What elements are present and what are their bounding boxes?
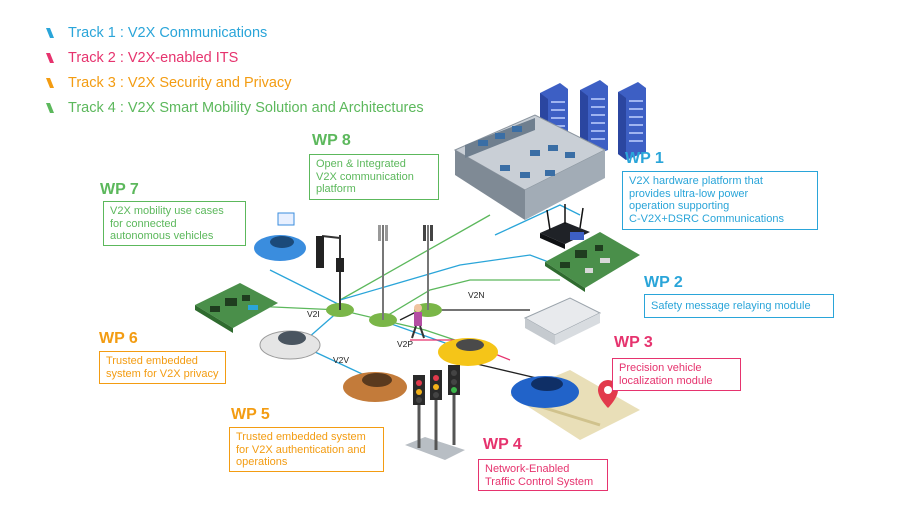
wp7-description: V2X mobility use cases for connected aut… <box>103 201 246 246</box>
wp8-line: V2X communication <box>316 170 414 183</box>
wp8-description: Open & Integrated V2X communication plat… <box>309 154 439 200</box>
wp8-line: platform <box>316 183 356 195</box>
cell-tower-icon <box>316 235 354 317</box>
pedestrian-icon <box>411 304 425 339</box>
legend: Track 1 : V2X Communications Track 2 : V… <box>44 20 424 120</box>
wp8-title: WP 8 <box>312 132 351 149</box>
wp3-line: Precision vehicle <box>619 362 702 374</box>
wp8-line: Open & Integrated <box>316 158 406 170</box>
wp5-title: WP 5 <box>231 406 270 423</box>
wp7-title: WP 7 <box>100 181 139 198</box>
wp1-line: provides ultra-low power <box>629 187 749 200</box>
circuit-board-icon <box>195 283 278 333</box>
legend-item-track1: Track 1 : V2X Communications <box>44 20 424 45</box>
car-icon <box>511 376 579 408</box>
legend-item-track2: Track 2 : V2X-enabled ITS <box>44 45 424 70</box>
track3-marker-icon <box>44 77 56 89</box>
control-center-icon <box>453 114 607 220</box>
wp2-description: Safety message relaying module <box>644 294 834 318</box>
wp7-line: autonomous vehicles <box>110 230 214 242</box>
v2i-label: V2I <box>307 309 320 319</box>
wp7-line: V2X mobility use cases <box>110 205 224 217</box>
localization-module-icon <box>523 297 602 345</box>
v2p-label: V2P <box>397 339 414 349</box>
wp5-line: for V2X authentication and <box>236 443 366 456</box>
cell-tower-icon <box>369 225 397 327</box>
wp2-title: WP 2 <box>644 274 683 291</box>
wp4-description: Network-Enabled Traffic Control System <box>478 459 608 491</box>
legend-item-track4: Track 4 : V2X Smart Mobility Solution an… <box>44 95 424 120</box>
wp4-line: Traffic Control System <box>485 475 594 488</box>
wp2-line: Safety message relaying module <box>651 300 811 312</box>
track2-marker-icon <box>44 52 56 64</box>
wp1-description: V2X hardware platform that provides ultr… <box>622 171 818 230</box>
wp3-line: localization module <box>619 374 713 387</box>
car-icon <box>254 212 306 261</box>
track4-marker-icon <box>44 102 56 114</box>
wp4-line: Network-Enabled <box>485 463 570 475</box>
wp6-description: Trusted embedded system for V2X privacy <box>99 351 226 384</box>
wp5-description: Trusted embedded system for V2X authenti… <box>229 427 384 472</box>
wp5-line: Trusted embedded system <box>236 431 366 443</box>
wp1-line: operation supporting <box>629 200 730 212</box>
wp4-title: WP 4 <box>483 436 522 453</box>
wp3-description: Precision vehicle localization module <box>612 358 741 391</box>
wp5-line: operations <box>236 456 288 468</box>
circuit-board-icon <box>545 232 640 292</box>
car-icon <box>438 338 498 366</box>
traffic-light-icon <box>405 365 465 460</box>
wp7-line: for connected <box>110 217 177 230</box>
v2n-label: V2N <box>468 290 485 300</box>
wp6-line: Trusted embedded <box>106 355 198 367</box>
legend-item-track3: Track 3 : V2X Security and Privacy <box>44 70 424 95</box>
wp3-title: WP 3 <box>614 334 653 351</box>
legend-label-track3: Track 3 : V2X Security and Privacy <box>68 74 292 91</box>
car-icon <box>343 372 407 402</box>
wp6-title: WP 6 <box>99 330 138 347</box>
wp1-line: C-V2X+DSRC Communications <box>629 212 784 225</box>
wp6-line: system for V2X privacy <box>106 367 219 380</box>
router-icon <box>540 204 590 249</box>
legend-label-track1: Track 1 : V2X Communications <box>68 24 268 41</box>
wp1-title: WP 1 <box>625 150 664 167</box>
wp1-line: V2X hardware platform that <box>629 175 763 187</box>
track1-marker-icon <box>44 27 56 39</box>
v2v-label: V2V <box>333 355 350 365</box>
car-icon <box>259 330 321 360</box>
legend-label-track4: Track 4 : V2X Smart Mobility Solution an… <box>68 99 424 116</box>
legend-label-track2: Track 2 : V2X-enabled ITS <box>68 49 239 66</box>
